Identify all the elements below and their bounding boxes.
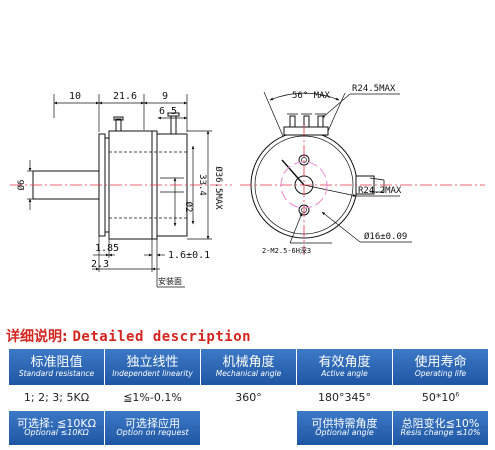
mount-face-label: 安装面 (158, 276, 182, 286)
dim-phi6: Ø6 (16, 180, 27, 191)
dim-21-6: 21.6 (113, 91, 137, 102)
dim-1-6: 1.6±0.1 (168, 250, 210, 261)
dim-holes: 2-M2.5-6H深3 (262, 246, 311, 255)
dim-phi16: Ø16±0.09 (364, 231, 407, 242)
value-independent-linearity: ≦1%-0.1% (105, 385, 200, 410)
value-mechanical-angle: 360° (201, 385, 296, 410)
spec-heading-en: Detailed description (72, 329, 252, 345)
spec-heading: 详细说明: Detailed description (6, 326, 495, 346)
dim-phi2: Ø2 (183, 202, 194, 213)
dim-phi36-5: Ø36.5MAX (213, 166, 224, 210)
dim-2-3: 2.3 (91, 259, 109, 270)
dim-r24-5: R24.5MAX (352, 84, 396, 94)
front-view-centerlines (240, 125, 485, 255)
dim-9: 9 (162, 91, 168, 102)
dim-1-85: 1.85 (95, 243, 119, 254)
value-active-angle: 180°345° (297, 385, 392, 410)
dim-33-4: 33.4 (197, 174, 207, 196)
option-mechanical-empty (201, 410, 296, 445)
dim-angle-56: 56° MAX (292, 91, 331, 101)
value-standard-resistance: 1; 2; 3; 5KΩ (9, 385, 104, 410)
spec-values-row: 1; 2; 3; 5KΩ ≦1%-0.1% 360° 180°345° 50*1… (9, 385, 488, 410)
dim-6-5: 6.5 (159, 106, 177, 117)
dim-r24-2: R24.2MAX (358, 186, 402, 196)
value-operating-life: 50*106 (393, 385, 488, 410)
option-resis-change: 总阻变化≦10%Resis change ≤10% (393, 410, 488, 445)
dim-10: 10 (69, 91, 81, 102)
spec-heading-zh: 详细说明: (6, 329, 68, 345)
front-view (250, 91, 412, 244)
technical-drawing: 10 21.6 9 6.5 Ø6 Ø2 33.4 Ø36.5MAX 1.85 1… (10, 84, 485, 288)
